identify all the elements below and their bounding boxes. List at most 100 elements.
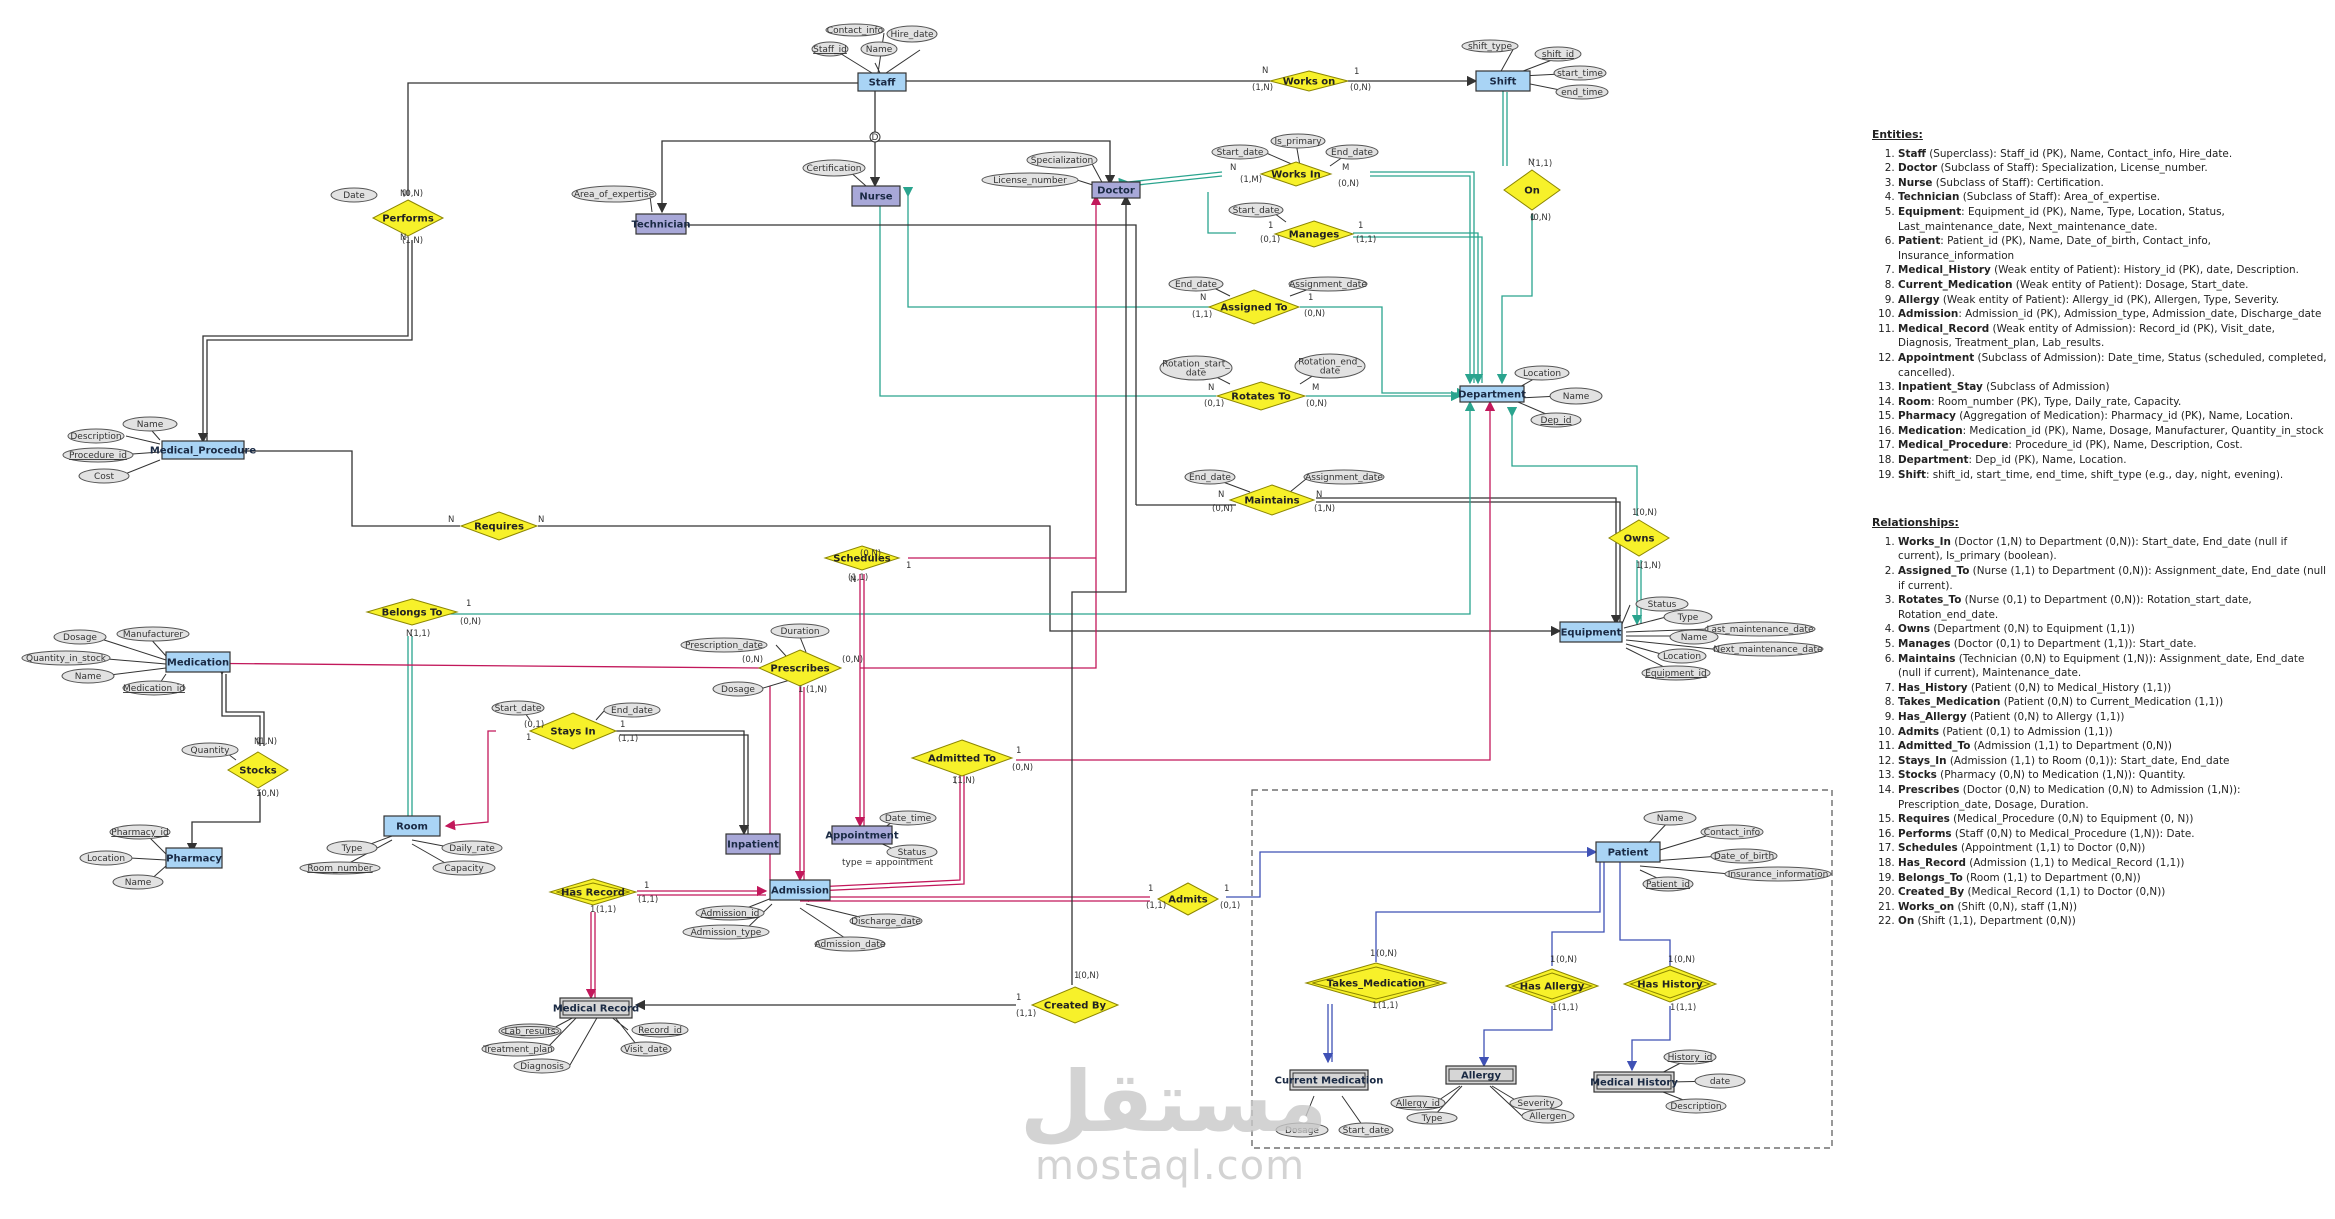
attribute-si-start[interactable]: Start_date bbox=[491, 700, 545, 716]
attribute-at-assign[interactable]: Assignment_date bbox=[1288, 276, 1368, 292]
attribute-ad-discharge[interactable]: Discharge_date bbox=[849, 913, 923, 929]
attribute-cm-start[interactable]: Start_date bbox=[1338, 1122, 1394, 1138]
attribute-med-manu[interactable]: Manufacturer bbox=[116, 626, 190, 642]
attribute-mr-diag[interactable]: Diagnosis bbox=[513, 1058, 571, 1074]
attribute-al-type[interactable]: Type bbox=[1406, 1111, 1458, 1125]
entity-patient[interactable]: Patient bbox=[1595, 841, 1661, 863]
relationship-manages[interactable]: Manages bbox=[1273, 220, 1355, 248]
attribute-mg-start[interactable]: Start_date bbox=[1228, 202, 1284, 218]
attribute-room-type[interactable]: Type bbox=[326, 840, 378, 856]
relationship-prescribes[interactable]: Prescribes bbox=[757, 649, 843, 687]
attribute-med-dosage[interactable]: Dosage bbox=[53, 629, 107, 645]
entity-department[interactable]: Department bbox=[1458, 385, 1526, 403]
entity-medical-procedure[interactable]: Medical_Procedure bbox=[150, 440, 256, 460]
entity-pharmacy[interactable]: Pharmacy bbox=[165, 847, 223, 869]
entity-doctor[interactable]: Doctor bbox=[1091, 181, 1141, 199]
attribute-room-cap[interactable]: Capacity bbox=[432, 860, 496, 876]
attribute-pt-ins[interactable]: Insurance_information bbox=[1724, 866, 1832, 882]
attribute-shift-start[interactable]: start_time bbox=[1553, 65, 1607, 81]
relationship-stocks[interactable]: Stocks bbox=[227, 751, 289, 789]
relationship-has-record[interactable]: Has Record bbox=[548, 878, 638, 906]
attribute-pt-dob[interactable]: Date_of_birth bbox=[1710, 848, 1778, 864]
attribute-ad-date[interactable]: Admission_date bbox=[814, 936, 886, 952]
attribute-eq-name[interactable]: Name bbox=[1669, 629, 1719, 645]
entity-room[interactable]: Room bbox=[383, 815, 441, 837]
relationship-takes-medication[interactable]: Takes_Medication bbox=[1304, 962, 1448, 1004]
attribute-dept-id[interactable]: Dep_id bbox=[1530, 412, 1582, 428]
attribute-cm-dosage[interactable]: Dosage bbox=[1275, 1122, 1329, 1138]
attribute-staff-contact-info[interactable]: Contact_info bbox=[825, 23, 885, 37]
attribute-si-end[interactable]: End_date bbox=[603, 702, 661, 718]
attribute-ph-loc[interactable]: Location bbox=[79, 850, 133, 866]
entity-medication[interactable]: Medication bbox=[165, 651, 231, 673]
attribute-mr-lab[interactable]: Lab_results bbox=[498, 1023, 562, 1039]
entity-nurse[interactable]: Nurse bbox=[851, 185, 901, 207]
relationship-requires[interactable]: Requires bbox=[459, 511, 539, 541]
attribute-shift-type[interactable]: shift_type bbox=[1461, 39, 1519, 53]
attribute-rt-end[interactable]: Rotation_end_date bbox=[1294, 353, 1366, 379]
attribute-dept-loc[interactable]: Location bbox=[1514, 365, 1570, 381]
attribute-al-allergen[interactable]: Allergen bbox=[1521, 1108, 1575, 1124]
attribute-eq-status[interactable]: Status bbox=[1635, 596, 1689, 612]
attribute-perf-date[interactable]: Date bbox=[330, 187, 378, 203]
attribute-med-qty[interactable]: Quantity_in_stock bbox=[21, 650, 111, 666]
attribute-eq-last[interactable]: Last_maintenance_date bbox=[1704, 621, 1816, 637]
relationship-stays-in[interactable]: Stays In bbox=[528, 712, 618, 750]
attribute-mp-desc[interactable]: Description bbox=[67, 428, 125, 444]
attribute-eq-next[interactable]: Next_maintenance_date bbox=[1712, 641, 1824, 657]
attribute-shift-end[interactable]: end_time bbox=[1555, 84, 1609, 100]
attribute-mr-visit[interactable]: Visit_date bbox=[620, 1041, 672, 1057]
relationship-admitted-to[interactable]: Admitted To bbox=[910, 739, 1014, 777]
attribute-wi-start[interactable]: Start_date bbox=[1211, 144, 1269, 160]
attribute-doc-license[interactable]: License_number bbox=[981, 172, 1079, 188]
entity-appointment[interactable]: Appointment bbox=[825, 825, 899, 845]
attribute-pr-date[interactable]: Prescription_date bbox=[680, 637, 768, 653]
attribute-pt-contact[interactable]: Contact_info bbox=[1700, 824, 1764, 840]
relationship-belongs-to[interactable]: Belongs To bbox=[365, 598, 459, 626]
attribute-staff-id[interactable]: Staff_id bbox=[811, 41, 849, 57]
entity-staff[interactable]: Staff bbox=[857, 72, 907, 92]
relationship-schedules[interactable]: Schedules bbox=[823, 545, 901, 571]
attribute-pr-dosage[interactable]: Dosage bbox=[712, 681, 764, 697]
attribute-pt-id[interactable]: Patient_id bbox=[1642, 876, 1694, 892]
attribute-ph-id[interactable]: Pharmacy_id bbox=[109, 824, 171, 840]
attribute-doc-spec[interactable]: Specialization bbox=[1026, 151, 1098, 169]
attribute-nurse-cert[interactable]: Certification bbox=[802, 159, 866, 177]
relationship-created-by[interactable]: Created By bbox=[1030, 986, 1120, 1024]
attribute-ap-status[interactable]: Status bbox=[886, 844, 938, 860]
attribute-pt-name[interactable]: Name bbox=[1643, 810, 1697, 826]
attribute-at-end[interactable]: End_date bbox=[1168, 276, 1224, 292]
attribute-mh-id[interactable]: History_id bbox=[1663, 1049, 1717, 1065]
relationship-assigned-to[interactable]: Assigned To bbox=[1207, 289, 1301, 325]
attribute-mp-cost[interactable]: Cost bbox=[78, 468, 130, 484]
relationship-admits[interactable]: Admits bbox=[1156, 882, 1220, 916]
entity-medical-record[interactable]: Medical Record bbox=[553, 997, 639, 1019]
attribute-mr-treat[interactable]: Treatment_plan bbox=[481, 1041, 555, 1057]
relationship-rotates-to[interactable]: Rotates To bbox=[1215, 381, 1307, 411]
attribute-mh-date[interactable]: date bbox=[1694, 1073, 1746, 1089]
relationship-has-history[interactable]: Has History bbox=[1622, 965, 1718, 1003]
attribute-wi-end[interactable]: End_date bbox=[1325, 144, 1379, 160]
attribute-mp-name[interactable]: Name bbox=[122, 416, 178, 432]
attribute-staff-name[interactable]: Name bbox=[860, 41, 898, 57]
attribute-eq-id[interactable]: Equipment_id bbox=[1641, 665, 1711, 681]
attribute-mh-desc[interactable]: Description bbox=[1665, 1098, 1727, 1114]
entity-allergy[interactable]: Allergy bbox=[1445, 1065, 1517, 1085]
relationship-performs[interactable]: Performs bbox=[371, 199, 445, 237]
relationship-works-on[interactable]: Works on bbox=[1269, 70, 1349, 92]
attribute-tech-area[interactable]: Area_of_expertise bbox=[571, 185, 657, 203]
entity-current-medication[interactable]: Current Medication bbox=[1275, 1069, 1384, 1091]
attribute-al-sev[interactable]: Severity bbox=[1509, 1095, 1563, 1111]
relationship-works-in[interactable]: Works In bbox=[1259, 161, 1333, 187]
attribute-mt-end[interactable]: End_date bbox=[1184, 469, 1236, 485]
attribute-ap-date[interactable]: Date_time bbox=[879, 810, 937, 826]
relationship-maintains[interactable]: Maintains bbox=[1228, 484, 1316, 516]
relationship-owns[interactable]: Owns bbox=[1608, 519, 1670, 557]
attribute-mt-assign[interactable]: Assignment_date bbox=[1303, 469, 1385, 485]
attribute-mp-id[interactable]: Procedure_id bbox=[62, 447, 134, 463]
attribute-med-name[interactable]: Name bbox=[61, 668, 115, 684]
attribute-shift-id[interactable]: shift_id bbox=[1534, 46, 1582, 62]
attribute-med-id[interactable]: Medication_id bbox=[122, 680, 186, 696]
entity-admission[interactable]: Admission bbox=[769, 879, 831, 901]
attribute-al-id[interactable]: Allergy_id bbox=[1390, 1095, 1446, 1111]
